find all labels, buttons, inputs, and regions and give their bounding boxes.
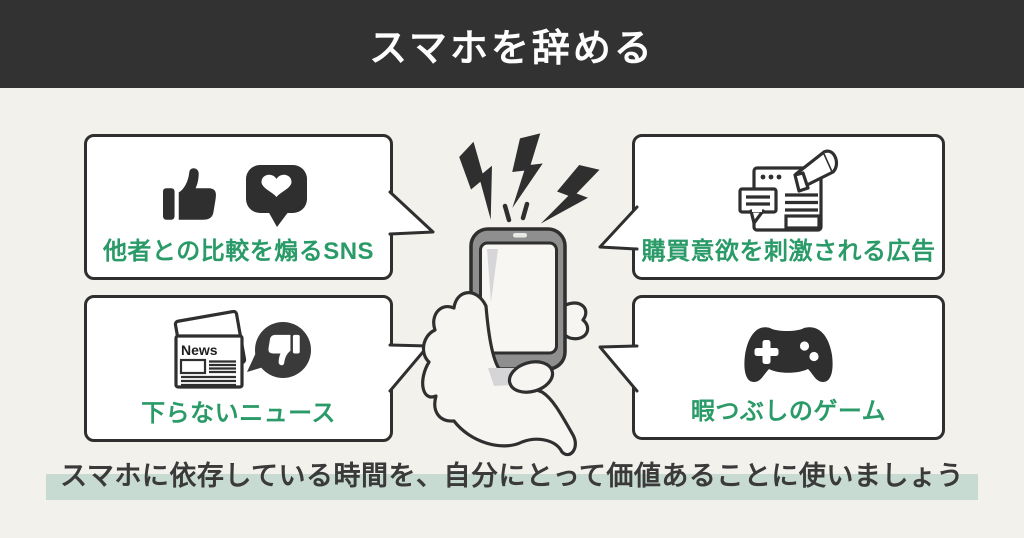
smartphone-icon bbox=[469, 227, 567, 371]
screen-shine bbox=[487, 249, 498, 302]
bubble-ads: 購買意欲を刺激される広告 bbox=[632, 134, 945, 280]
page-title: スマホを辞める bbox=[369, 27, 655, 70]
phone-speaker bbox=[513, 233, 527, 238]
heart-like-icon bbox=[245, 165, 307, 227]
newspaper-icon: News bbox=[173, 310, 246, 389]
thumb bbox=[507, 360, 555, 394]
header-bar: スマホを辞める bbox=[0, 0, 1024, 88]
bubble-sns-label: 他者との比較を煽るSNS bbox=[102, 238, 375, 265]
bubble-sns-tail bbox=[388, 190, 435, 236]
gamepad-icon bbox=[743, 327, 833, 382]
bubble-news-label: 下らないニュース bbox=[141, 400, 336, 427]
bubble-sns: 他者との比較を煽るSNS bbox=[84, 134, 393, 280]
phone-illustration bbox=[421, 133, 600, 457]
sns-icons bbox=[162, 165, 307, 227]
thumbs-down-icon bbox=[246, 322, 311, 378]
ad-icon bbox=[737, 149, 838, 232]
megaphone-icon bbox=[792, 149, 838, 193]
bubble-games: 暇つぶしのゲーム bbox=[632, 295, 945, 440]
bubble-ads-tail bbox=[598, 205, 639, 251]
comment-icon bbox=[737, 187, 778, 225]
bubble-games-tail bbox=[598, 344, 639, 393]
thumbs-up-icon bbox=[162, 168, 216, 220]
lightning-icon bbox=[459, 133, 600, 224]
footer-message: スマホに依存している時間を、自分にとって価値あることに使いましょう bbox=[0, 452, 1024, 500]
bubble-news: News 下らないニュース bbox=[84, 295, 393, 442]
hand-icon bbox=[421, 291, 577, 457]
bubble-ads-label: 購買意欲を刺激される広告 bbox=[641, 238, 936, 265]
bubble-games-label: 暇つぶしのゲーム bbox=[690, 398, 887, 425]
footer-highlight-text: スマホに依存している時間を、自分にとって価値あることに使いましょう bbox=[46, 452, 978, 500]
news-icons: News bbox=[173, 310, 311, 389]
newspaper-title: News bbox=[181, 342, 218, 358]
